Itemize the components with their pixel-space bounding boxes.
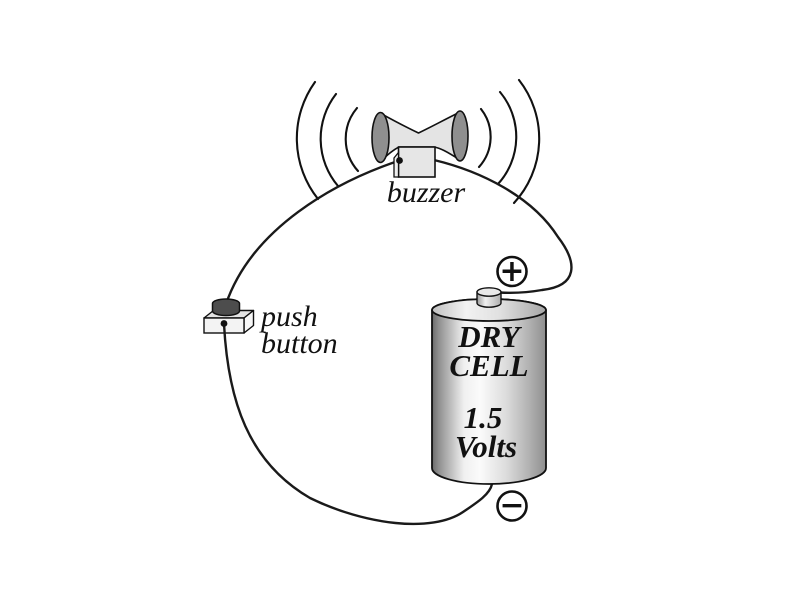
sound-waves-right-icon [477, 78, 541, 205]
buzzer-box [397, 146, 436, 178]
wire-button-to-battery-negative [222, 322, 494, 526]
buzzer-wire-terminal-dot [396, 157, 403, 164]
sound-waves-left-icon [295, 80, 360, 201]
battery-terminal-nub-top [476, 287, 502, 297]
battery-name-line2: CELL [449, 348, 528, 383]
push-button-label-line1: push [259, 300, 318, 333]
push-button-label-line2: button [261, 327, 338, 360]
buzzer-box-side [393, 150, 400, 178]
buzzer [371, 110, 469, 178]
wire-buzzer-to-battery-positive [432, 158, 573, 294]
wire-buzzer-to-button [224, 159, 401, 306]
dry-cell-battery [431, 287, 547, 485]
buzzer-label: buzzer [387, 176, 466, 209]
positive-terminal-sign: + [499, 254, 524, 289]
buzzer-bell-left [371, 111, 390, 164]
buzzer-bell-right [451, 110, 469, 162]
positive-terminal-symbol: + [496, 254, 528, 289]
negative-terminal-circle [496, 490, 528, 522]
push-button-wire-terminal-dot [220, 320, 228, 327]
positive-terminal-circle [496, 255, 528, 288]
negative-terminal-symbol: − [496, 488, 528, 523]
negative-terminal-sign: − [499, 488, 524, 523]
battery-name-line1: DRY [457, 319, 523, 354]
push-button-cap [211, 298, 241, 317]
battery-voltage-line2: Volts [455, 429, 517, 464]
battery-voltage-line1: 1.5 [464, 400, 503, 435]
